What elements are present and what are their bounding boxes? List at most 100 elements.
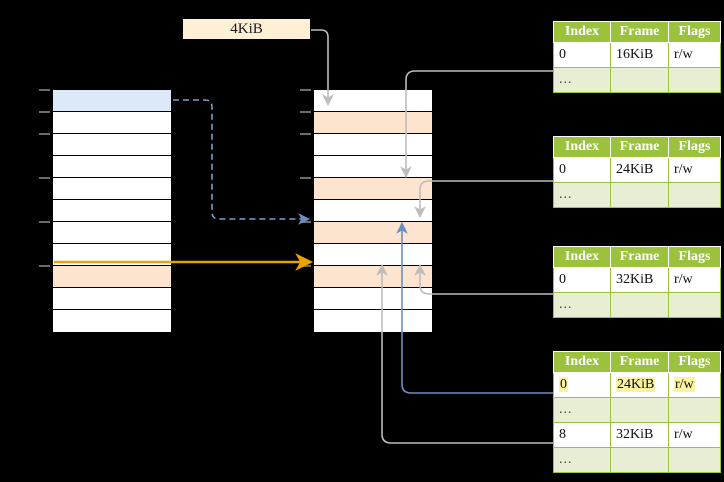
virtual-address-space-table bbox=[52, 89, 172, 332]
column-header-flags: Flags bbox=[668, 136, 721, 158]
cell-frame bbox=[610, 447, 669, 473]
page-table-ellipsis-row: ... bbox=[553, 67, 721, 93]
cell-index: ... bbox=[553, 292, 611, 318]
connector-pt3-to-memory bbox=[414, 180, 553, 219]
cell-frame bbox=[610, 67, 669, 93]
cell-flags bbox=[668, 397, 721, 423]
cell-frame: 24KiB bbox=[610, 157, 669, 183]
cell-flags bbox=[668, 447, 721, 473]
cell-frame bbox=[610, 182, 669, 208]
column-header-index: Index bbox=[553, 246, 611, 268]
virtual-address-space-tick bbox=[39, 133, 50, 135]
column-header-index: Index bbox=[553, 351, 611, 373]
column-header-frame: Frame bbox=[610, 21, 669, 43]
column-header-flags: Flags bbox=[668, 21, 721, 43]
cell-frame bbox=[610, 397, 669, 423]
physical-memory-row bbox=[314, 266, 432, 288]
physical-memory-row bbox=[314, 310, 432, 332]
virtual-address-space-row bbox=[53, 222, 171, 244]
physical-memory-row bbox=[314, 288, 432, 310]
column-header-frame: Frame bbox=[610, 246, 669, 268]
physical-memory-row bbox=[314, 244, 432, 266]
cell-frame: 32KiB bbox=[610, 267, 669, 293]
physical-memory-row bbox=[314, 178, 432, 200]
virtual-address-space-row bbox=[53, 178, 171, 200]
connector-pt2-to-memory bbox=[414, 263, 553, 295]
column-header-flags: Flags bbox=[668, 246, 721, 268]
physical-memory-row bbox=[314, 90, 432, 112]
cell-index: ... bbox=[553, 447, 611, 473]
cell-index: 8 bbox=[553, 422, 611, 448]
virtual-address-space-row bbox=[53, 134, 171, 156]
connector-virtual-to-physical-dashed bbox=[173, 99, 311, 225]
page-table-ellipsis-row: ... bbox=[553, 397, 721, 423]
physical-memory-table bbox=[313, 89, 433, 332]
virtual-address-space-row bbox=[53, 90, 171, 112]
cell-index: ... bbox=[553, 67, 611, 93]
cell-index: 0 bbox=[553, 157, 611, 183]
physical-memory-row bbox=[314, 200, 432, 222]
cell-index: ... bbox=[553, 182, 611, 208]
column-header-index: Index bbox=[553, 21, 611, 43]
cell-flags bbox=[668, 67, 721, 93]
cell-flags: r/w bbox=[668, 157, 721, 183]
physical-memory-tick bbox=[300, 177, 311, 179]
physical-memory-row bbox=[314, 112, 432, 134]
cell-flags: r/w bbox=[668, 422, 721, 448]
page-table-ellipsis-row: ... bbox=[553, 292, 721, 318]
physical-memory-tick bbox=[300, 111, 311, 113]
cell-flags: r/w bbox=[668, 42, 721, 68]
virtual-address-space-row bbox=[53, 288, 171, 310]
page-table-ellipsis-row: ... bbox=[553, 182, 721, 208]
physical-memory-tick bbox=[300, 221, 311, 223]
virtual-address-space-tick bbox=[39, 89, 50, 91]
page-table-ellipsis-row: ... bbox=[553, 447, 721, 473]
cell-index: 0 bbox=[553, 372, 611, 398]
cell-index: 0 bbox=[553, 267, 611, 293]
virtual-address-space-row bbox=[53, 266, 171, 288]
physical-memory-tick bbox=[300, 89, 311, 91]
physical-memory-row bbox=[314, 134, 432, 156]
cell-flags bbox=[668, 182, 721, 208]
virtual-address-space-row bbox=[53, 156, 171, 178]
physical-memory-row bbox=[314, 222, 432, 244]
cell-frame: 24KiB bbox=[610, 372, 669, 398]
virtual-address-space-row bbox=[53, 112, 171, 134]
virtual-address-space-row bbox=[53, 244, 171, 266]
page-size-callout: 4KiB bbox=[183, 19, 310, 39]
column-header-index: Index bbox=[553, 136, 611, 158]
column-header-frame: Frame bbox=[610, 351, 669, 373]
cell-index: 0 bbox=[553, 42, 611, 68]
cell-frame: 16KiB bbox=[610, 42, 669, 68]
physical-memory-tick bbox=[300, 133, 311, 135]
physical-memory-tick bbox=[300, 265, 311, 267]
cell-index: ... bbox=[553, 397, 611, 423]
virtual-address-space-tick bbox=[39, 221, 50, 223]
highlighted-value: r/w bbox=[674, 377, 695, 392]
highlighted-value: 0 bbox=[559, 377, 568, 392]
cell-flags bbox=[668, 292, 721, 318]
page-size-label: 4KiB bbox=[230, 21, 263, 37]
cell-flags: r/w bbox=[668, 267, 721, 293]
cell-frame: 32KiB bbox=[610, 422, 669, 448]
page-table-row: 0 24KiB r/w bbox=[553, 372, 721, 398]
cell-frame bbox=[610, 292, 669, 318]
virtual-address-space-tick bbox=[39, 111, 50, 113]
virtual-address-space-tick bbox=[39, 177, 50, 179]
cell-flags: r/w bbox=[668, 372, 721, 398]
virtual-address-space-row bbox=[53, 310, 171, 332]
virtual-address-space-tick bbox=[39, 265, 50, 267]
column-header-frame: Frame bbox=[610, 136, 669, 158]
